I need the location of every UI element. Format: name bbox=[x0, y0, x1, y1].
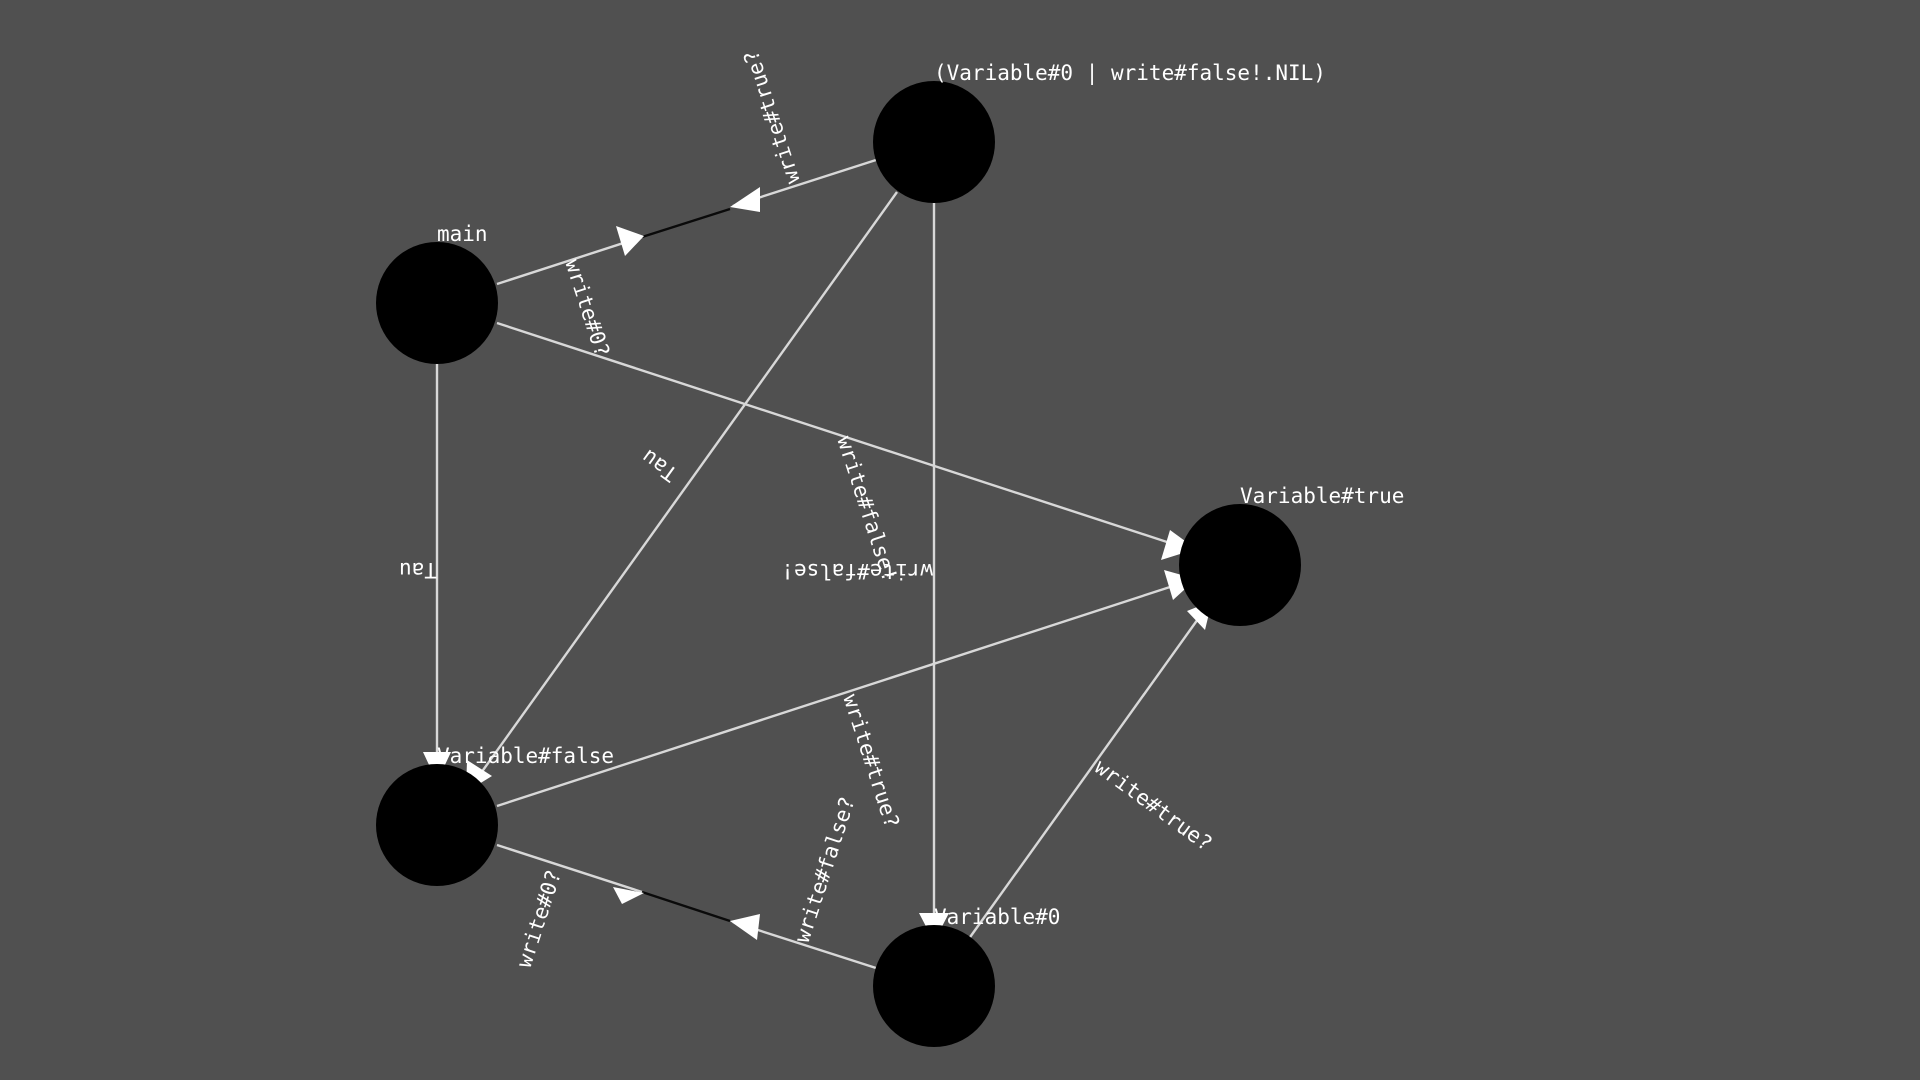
edge-label-choice-to-vfalse: Tau bbox=[637, 445, 682, 487]
edge-vfalse-to-v0 bbox=[496, 843, 731, 923]
edge-v0-to-vfalse bbox=[730, 914, 877, 970]
node-label-variable-0: Variable#0 bbox=[934, 905, 1060, 929]
node-label-main: main bbox=[437, 222, 488, 246]
edge-label-v0-to-vtrue: write#true? bbox=[1090, 755, 1217, 856]
arrowhead bbox=[730, 187, 760, 212]
edge-label-main-to-vfalse: Tau bbox=[399, 558, 437, 582]
node-variable-true[interactable] bbox=[1179, 504, 1301, 626]
node-variable-false[interactable] bbox=[376, 764, 498, 886]
arrowhead bbox=[613, 887, 644, 904]
edge-choice-to-main bbox=[730, 158, 877, 212]
arrowhead bbox=[730, 914, 760, 940]
node-variable-0[interactable] bbox=[873, 925, 995, 1047]
node-main[interactable] bbox=[376, 242, 498, 364]
node-label-variable-false: Variable#false bbox=[437, 744, 614, 768]
edge-label-vfalse-to-v0: write#0? bbox=[512, 867, 566, 971]
edge-choice-to-vfalse bbox=[466, 191, 898, 792]
node-label-variable-true: Variable#true bbox=[1240, 484, 1404, 508]
edge-label-choice-to-main: write#true? bbox=[739, 47, 805, 187]
edge-label-choice-to-v0: write#false! bbox=[781, 559, 933, 583]
arrowhead bbox=[616, 226, 644, 256]
node-label-choice: (Variable#0 | write#false!.NIL) bbox=[934, 61, 1326, 86]
node-choice[interactable] bbox=[873, 81, 995, 203]
arrowhead bbox=[1161, 530, 1196, 560]
edge-label-v0-to-vfalse: write#false? bbox=[790, 794, 860, 946]
edge-main-to-vtrue bbox=[496, 321, 1196, 560]
edge-main-to-choice bbox=[496, 207, 731, 286]
edge-v0-to-vtrue bbox=[967, 601, 1212, 941]
edge-label-main-to-choice: write#0? bbox=[560, 256, 614, 360]
